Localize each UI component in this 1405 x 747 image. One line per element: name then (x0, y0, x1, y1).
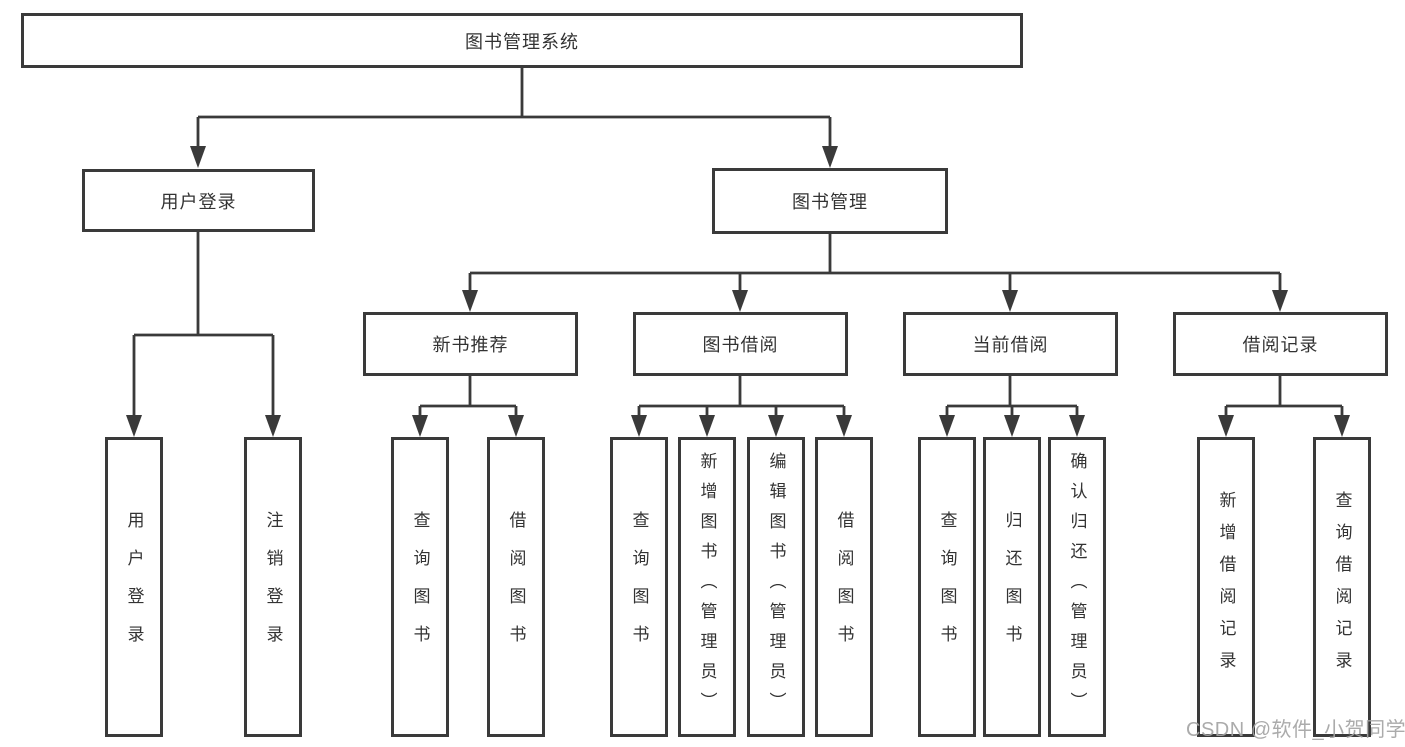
node-label: 查询图书 (937, 511, 957, 663)
node-leaf-query-books-current: 查询图书 (918, 437, 976, 737)
node-leaf-user-login: 用户登录 (105, 437, 163, 737)
arrowhead-icon (412, 415, 428, 437)
arrowhead-icon (1272, 290, 1288, 312)
node-label: 注销登录 (263, 511, 283, 663)
node-borrowing-records: 借阅记录 (1173, 312, 1388, 376)
arrowhead-icon (1002, 290, 1018, 312)
node-leaf-confirm-return-admin: 确认归还（管理员） (1048, 437, 1106, 737)
node-leaf-add-books-admin: 新增图书（管理员） (678, 437, 736, 737)
node-label: 编辑图书（管理员） (766, 452, 786, 722)
arrowhead-icon (939, 415, 955, 437)
node-label: 当前借阅 (972, 335, 1049, 355)
node-label: 用户登录 (124, 511, 144, 663)
arrowhead-icon (265, 415, 281, 437)
arrowhead-icon (126, 415, 142, 437)
node-leaf-query-borrow-record: 查询借阅记录 (1313, 437, 1371, 737)
node-leaf-borrow-books-recommend: 借阅图书 (487, 437, 545, 737)
arrowhead-icon (462, 290, 478, 312)
node-label: 归还图书 (1002, 511, 1022, 663)
arrowhead-icon (631, 415, 647, 437)
node-label: 查询借阅记录 (1332, 491, 1352, 683)
node-label: 图书借阅 (702, 335, 779, 355)
node-leaf-borrow-books: 借阅图书 (815, 437, 873, 737)
node-leaf-logout: 注销登录 (244, 437, 302, 737)
arrowhead-icon (822, 146, 838, 168)
node-leaf-return-books: 归还图书 (983, 437, 1041, 737)
node-label: 查询图书 (629, 511, 649, 663)
arrowhead-icon (1004, 415, 1020, 437)
node-leaf-query-books-borrow: 查询图书 (610, 437, 668, 737)
node-new-book-recommendation: 新书推荐 (363, 312, 578, 376)
node-leaf-query-books-recommend: 查询图书 (391, 437, 449, 737)
arrowhead-icon (699, 415, 715, 437)
node-label: 借阅图书 (506, 511, 526, 663)
node-book-management: 图书管理 (712, 168, 948, 234)
arrowhead-icon (508, 415, 524, 437)
node-leaf-add-borrow-record: 新增借阅记录 (1197, 437, 1255, 737)
node-label: 查询图书 (410, 511, 430, 663)
node-current-borrowing: 当前借阅 (903, 312, 1118, 376)
arrowhead-icon (190, 146, 206, 168)
node-book-borrowing: 图书借阅 (633, 312, 848, 376)
node-label: 新书推荐 (432, 335, 509, 355)
node-label: 新增借阅记录 (1216, 491, 1236, 683)
node-label: 用户登录 (160, 191, 237, 212)
node-library-management-system: 图书管理系统 (21, 13, 1023, 68)
node-user-login: 用户登录 (82, 169, 315, 232)
node-label: 确认归还（管理员） (1067, 452, 1087, 722)
arrowhead-icon (836, 415, 852, 437)
csdn-watermark: CSDN @软件_小贺同学 (1186, 719, 1405, 741)
arrowhead-icon (768, 415, 784, 437)
node-label: 新增图书（管理员） (697, 452, 717, 722)
node-label: 图书管理 (792, 192, 868, 212)
arrowhead-icon (1069, 415, 1085, 437)
arrowhead-icon (732, 290, 748, 312)
node-label: 借阅图书 (834, 511, 854, 663)
node-leaf-edit-books-admin: 编辑图书（管理员） (747, 437, 805, 737)
arrowhead-icon (1218, 415, 1234, 437)
arrowhead-icon (1334, 415, 1350, 437)
node-label: 借阅记录 (1242, 335, 1319, 355)
node-label: 图书管理系统 (465, 31, 579, 52)
